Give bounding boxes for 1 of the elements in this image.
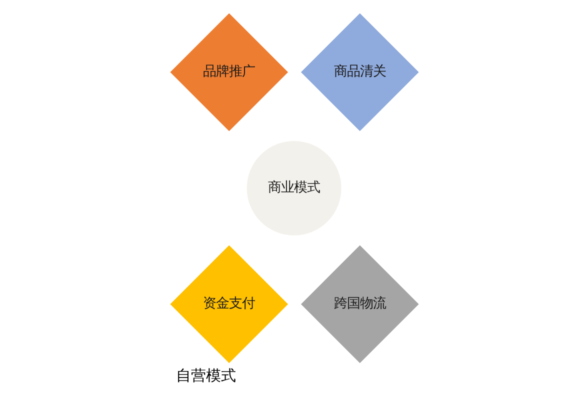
caption: 自营模式 (175, 366, 236, 384)
